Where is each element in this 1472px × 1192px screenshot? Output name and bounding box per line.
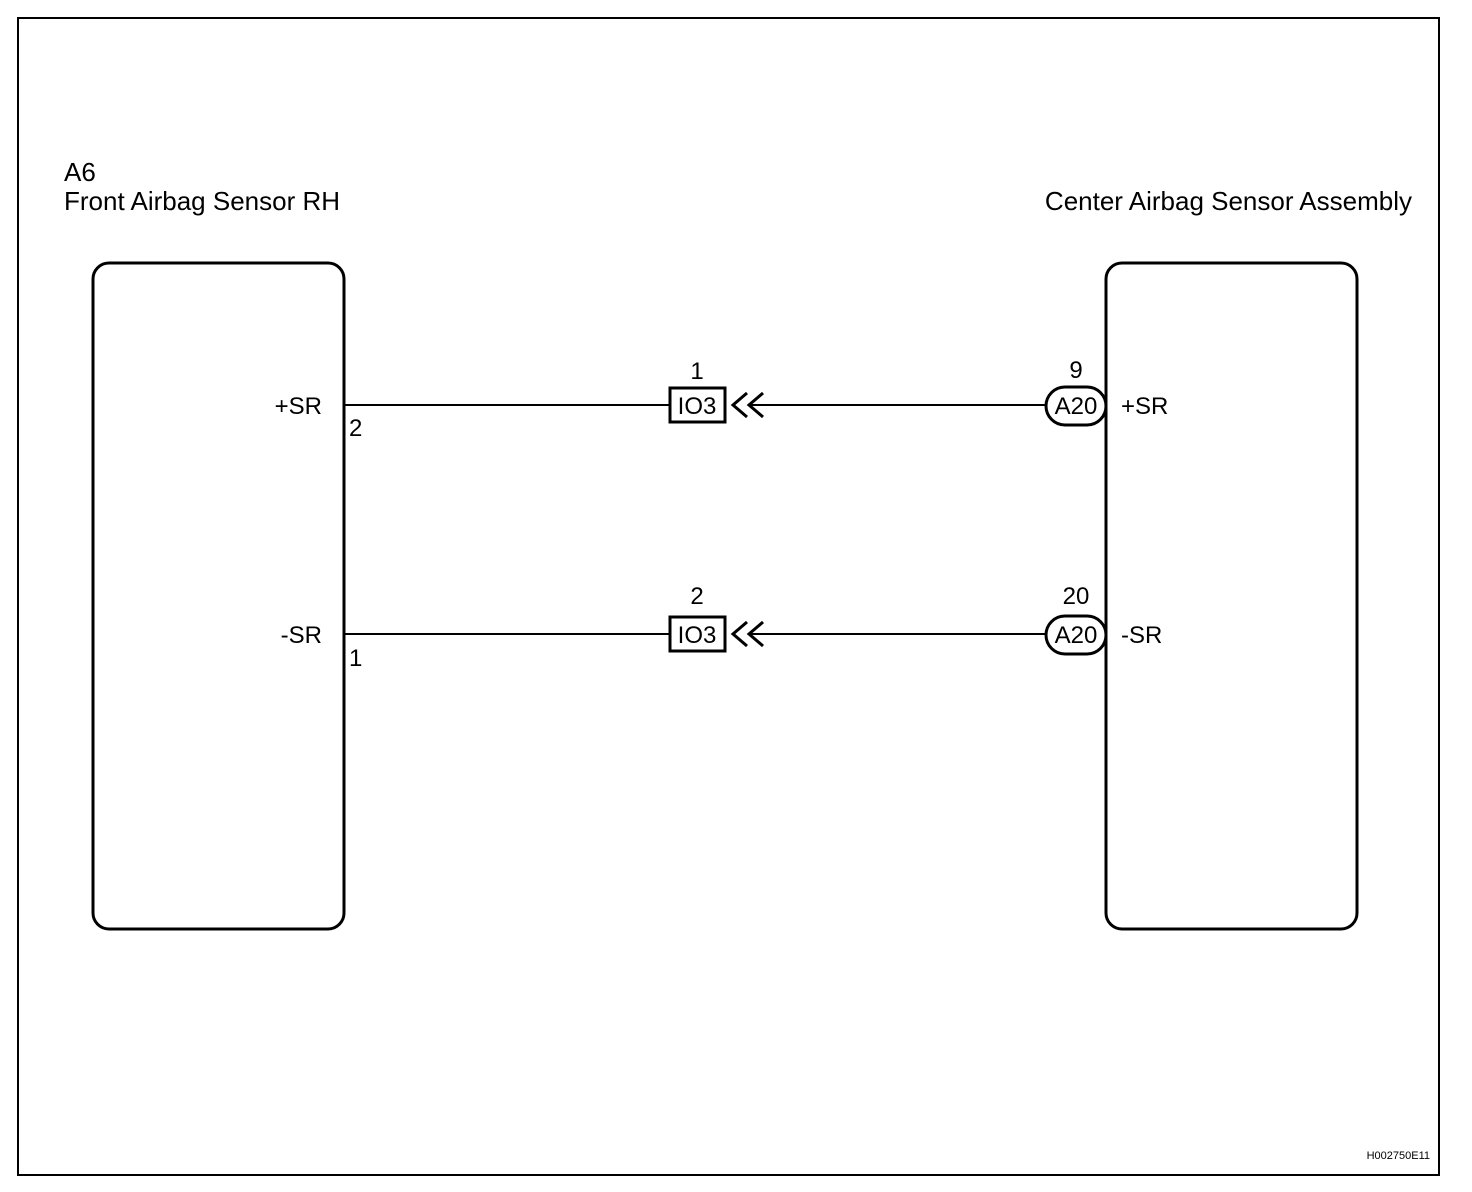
figure-id: H002750E11 <box>1367 1150 1430 1162</box>
junction-connector-label: IO3 <box>678 622 717 649</box>
connector-chevron-icon <box>730 391 748 419</box>
right-signal-plus-sr: +SR <box>1121 393 1168 420</box>
left-component-name: Front Airbag Sensor RH <box>64 186 340 216</box>
left-component-box <box>91 261 346 931</box>
right-component-box <box>1104 261 1359 931</box>
right-connector-label: A20 <box>1055 622 1098 649</box>
connector-chevron-icon <box>730 620 748 648</box>
left-pin-1: 1 <box>349 645 362 672</box>
left-signal-plus-sr: +SR <box>275 393 322 420</box>
right-connector-oval <box>1044 614 1108 656</box>
left-signal-minus-sr: -SR <box>281 622 322 649</box>
right-signal-minus-sr: -SR <box>1121 622 1162 649</box>
right-connector-oval <box>1044 385 1108 427</box>
junction-pin-1: 1 <box>690 358 703 385</box>
right-pin-20: 20 <box>1063 583 1090 610</box>
left-component-code: A6 <box>64 157 96 187</box>
junction-connector-box <box>668 386 727 424</box>
junction-pin-2: 2 <box>690 583 703 610</box>
junction-connector-box <box>668 615 727 653</box>
left-pin-2: 2 <box>349 415 362 442</box>
junction-connector-label: IO3 <box>678 393 717 420</box>
diagram-frame <box>17 17 1440 1176</box>
right-connector-label: A20 <box>1055 393 1098 420</box>
right-component-name: Center Airbag Sensor Assembly <box>1045 186 1412 216</box>
right-pin-9: 9 <box>1069 357 1082 384</box>
